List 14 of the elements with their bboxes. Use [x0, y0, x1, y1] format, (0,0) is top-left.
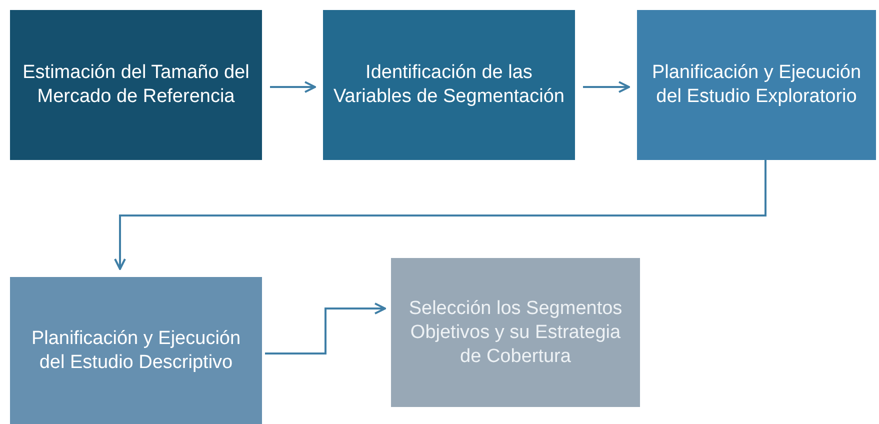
box-label: Estimación del Tamaño del Mercado de Referencia — [22, 61, 250, 109]
box-label: Planificación y Ejecución del Estudio Descriptivo — [30, 326, 242, 374]
box-label: Selección los Segmentos Objetivos y su Estrategia de Cobertura — [408, 296, 624, 368]
process-box — [323, 10, 575, 160]
box-label: Identificación de las Variables de Segmentación — [333, 61, 565, 109]
arrow — [583, 81, 630, 93]
arrow — [270, 81, 316, 93]
arrow — [265, 302, 386, 354]
process-box — [637, 10, 876, 160]
arrow — [114, 160, 766, 270]
process-box — [10, 277, 262, 424]
process-box — [10, 10, 262, 160]
process-box — [391, 258, 640, 407]
box-label: Planificación y Ejecución del Estudio Exploratorio — [650, 61, 862, 109]
